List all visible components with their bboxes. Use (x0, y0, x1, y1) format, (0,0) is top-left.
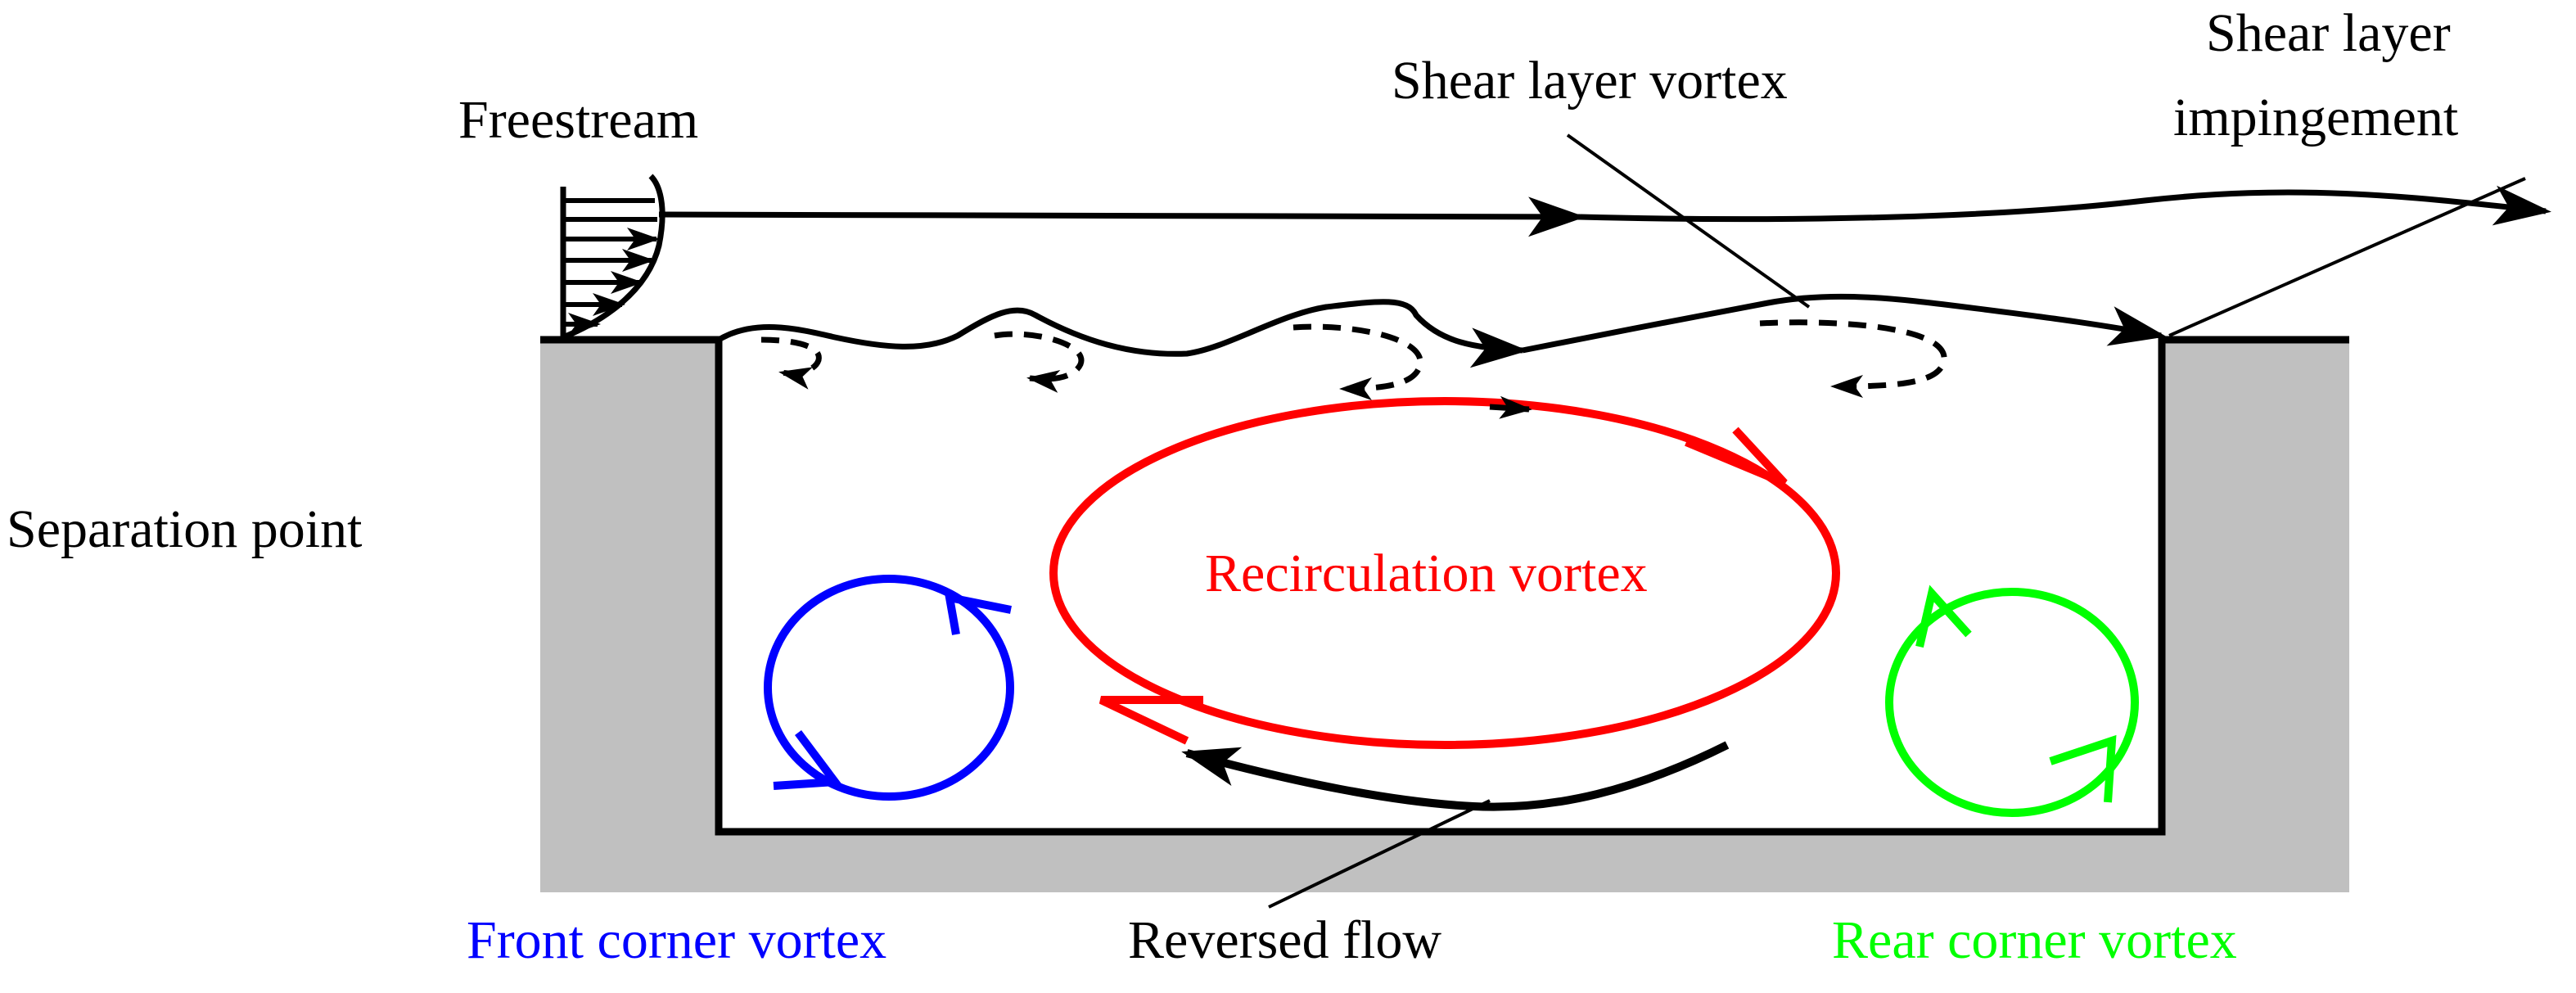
recirculation-vortex (1049, 395, 1840, 749)
front-corner-arrow-top (944, 592, 1012, 635)
recirculation-arrow-bottom (1099, 696, 1203, 745)
shear-vortex-4 (1759, 319, 1947, 398)
rear-corner-vortex-label: Rear corner vortex (1832, 910, 2237, 970)
freestream-velocity-profile (560, 174, 665, 341)
cavity-wall-body (540, 340, 2349, 892)
shear-layer-impingement-label-line2: impingement (2173, 88, 2458, 147)
reversed-flow-label: Reversed flow (1128, 910, 1441, 970)
front-corner-vortex-label: Front corner vortex (467, 910, 886, 970)
recirculation-arrow-top (1685, 427, 1788, 487)
shear-layer-vortices (760, 319, 1947, 400)
shear-layer-vortex-label: Shear layer vortex (1392, 51, 1788, 111)
reversed-flow-pointer (1268, 799, 1491, 909)
freestream-streamline-continued (1579, 185, 2551, 226)
separation-point-label: Separation point (7, 499, 362, 559)
shear-layer-vortex-pointer (1566, 133, 1811, 309)
shear-layer-line (717, 299, 1528, 368)
shear-vortex-2 (994, 331, 1085, 393)
shear-layer-line-rear (1522, 293, 2167, 354)
shear-vortex-1 (760, 336, 822, 390)
freestream-label: Freestream (458, 90, 698, 150)
front-corner-arrow-bottom (773, 730, 843, 790)
shear-layer-impingement-label-line1: Shear layer (2206, 3, 2451, 63)
rear-corner-arrow-bottom (2049, 734, 2117, 803)
cavity-outline (540, 336, 2349, 836)
shear-vortex-3 (1293, 323, 1423, 400)
rear-corner-vortex (1885, 585, 2139, 817)
freestream-streamline (658, 196, 1586, 237)
shear-layer-impingement-pointer (2168, 177, 2526, 337)
recirculation-vortex-label: Recirculation vortex (1205, 544, 1648, 603)
reversed-flow-line (1181, 741, 1730, 811)
rear-corner-arrow-top (1915, 585, 1972, 648)
front-corner-vortex (764, 575, 1014, 801)
